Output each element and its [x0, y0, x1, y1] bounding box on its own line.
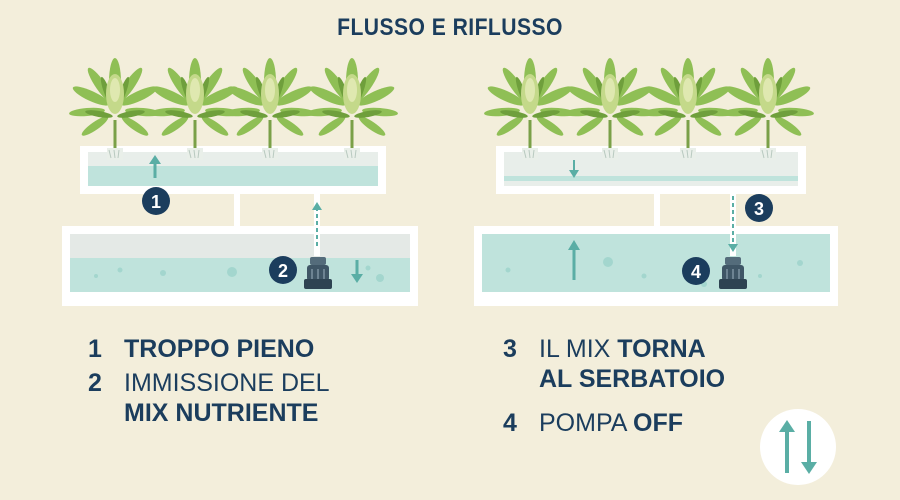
- svg-text:3: 3: [754, 199, 764, 219]
- up-arrow-icon: [149, 155, 322, 246]
- down-arrow-icon: [569, 160, 738, 252]
- badge-1: 1: [142, 187, 170, 215]
- page-title: FLUSSO E RIFLUSSO: [337, 14, 563, 41]
- cannabis-plant-icon: [68, 57, 399, 161]
- flow-cycle-icon: [760, 409, 836, 485]
- badge-2: 2: [269, 256, 297, 284]
- svg-text:4: 4: [691, 262, 701, 282]
- left-grow-tray: [80, 146, 386, 194]
- left-reservoir: [62, 226, 418, 306]
- down-arrow-icon: [351, 260, 363, 283]
- right-system: 3 4: [474, 57, 838, 306]
- svg-text:2: 2: [278, 261, 288, 281]
- legend-item-return-bold: AL SERBATOIO: [539, 365, 726, 393]
- cannabis-plant-icon: [483, 57, 815, 161]
- svg-text:1: 1: [151, 192, 161, 212]
- right-grow-tray: [496, 146, 806, 194]
- left-system: 1 2: [62, 57, 418, 306]
- legend-item-feed-bold: MIX NUTRIENTE: [124, 399, 319, 427]
- badge-4: 4: [682, 257, 710, 285]
- up-arrow-icon: [568, 240, 580, 280]
- badge-3: 3: [745, 194, 773, 222]
- right-reservoir: [474, 226, 838, 306]
